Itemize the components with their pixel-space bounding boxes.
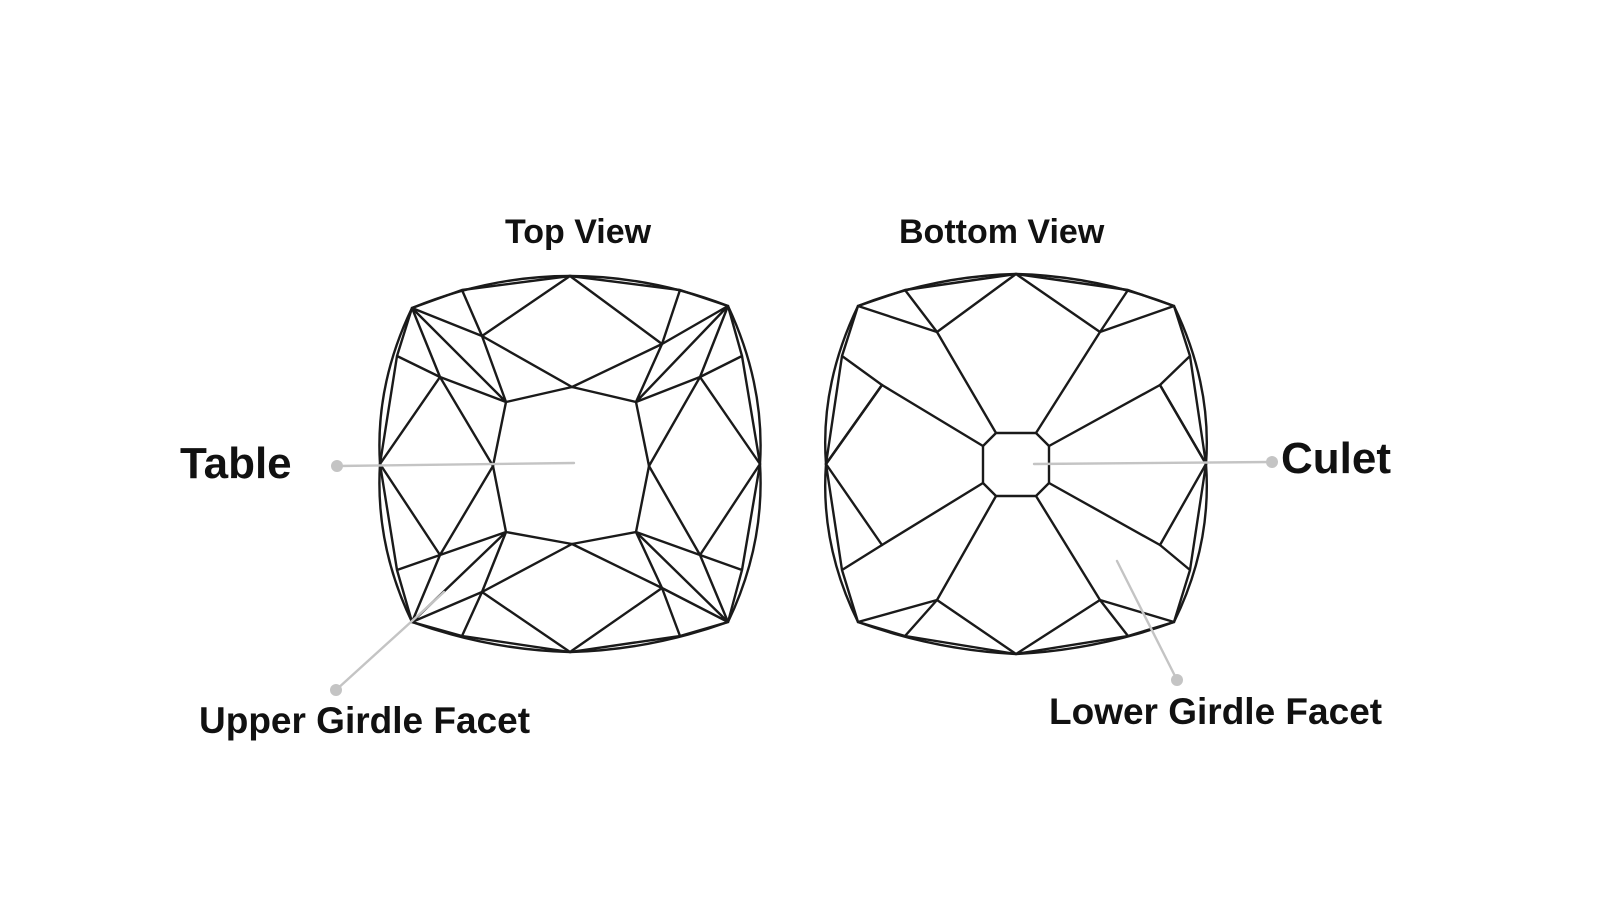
top-view-upper-girdle-facets bbox=[378, 274, 762, 654]
culet-leader-line bbox=[1032, 460, 1274, 466]
callout-leader-lines bbox=[330, 456, 1278, 696]
table-callout-label: Table bbox=[180, 439, 292, 488]
upper-girdle-facet-callout-label: Upper Girdle Facet bbox=[199, 700, 531, 741]
top-view-cushion-drawing bbox=[378, 274, 762, 654]
culet-leader-dot bbox=[1266, 456, 1278, 468]
table-leader-line bbox=[335, 461, 576, 468]
culet-callout-label: Culet bbox=[1281, 434, 1391, 483]
top-view-table-facet bbox=[491, 385, 651, 546]
upper-girdle-leader-line bbox=[334, 590, 446, 692]
lower-girdle-leader-line bbox=[1115, 559, 1179, 682]
bottom-view-lower-girdle-facets bbox=[824, 272, 1208, 656]
bottom-view-title: Bottom View bbox=[899, 213, 1105, 251]
top-view-title: Top View bbox=[505, 213, 652, 251]
table-leader-dot bbox=[331, 460, 343, 472]
bottom-view-cushion-drawing bbox=[823, 272, 1209, 656]
upper-girdle-leader-dot bbox=[330, 684, 342, 696]
lower-girdle-facet-callout-label: Lower Girdle Facet bbox=[1049, 691, 1383, 732]
lower-girdle-leader-dot bbox=[1171, 674, 1183, 686]
